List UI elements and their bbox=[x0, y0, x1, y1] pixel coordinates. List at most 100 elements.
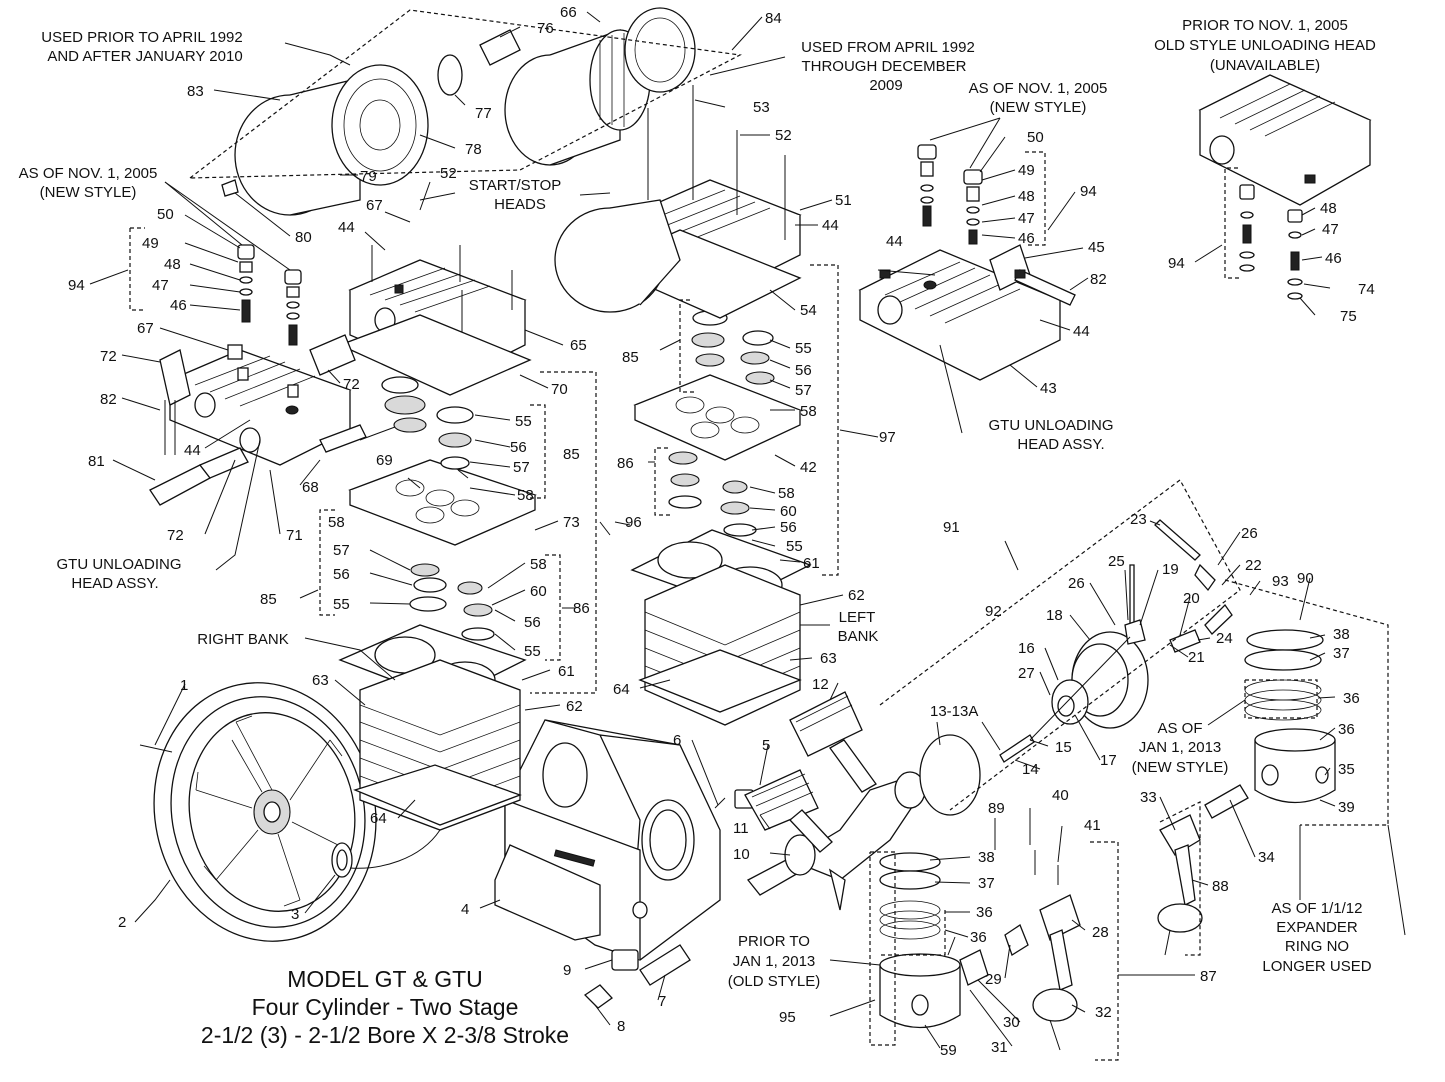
callout-97: 97 bbox=[879, 429, 896, 446]
callout-96: 96 bbox=[625, 514, 642, 531]
callout-72b: 72 bbox=[343, 376, 360, 393]
callout-24: 24 bbox=[1216, 630, 1233, 647]
callout-57b: 57 bbox=[333, 542, 350, 559]
callout-8: 8 bbox=[617, 1018, 625, 1035]
note-right-bank: RIGHT BANK bbox=[197, 631, 288, 648]
callout-36d: 36 bbox=[970, 929, 987, 946]
callout-37a: 37 bbox=[1333, 645, 1350, 662]
head-left-bank bbox=[554, 85, 802, 319]
group-boxes bbox=[129, 9, 1389, 1061]
callout-2: 2 bbox=[118, 914, 126, 931]
note-used-prior-2: AND AFTER JANUARY 2010 bbox=[47, 48, 242, 65]
callout-15: 15 bbox=[1055, 739, 1072, 756]
callout-19: 19 bbox=[1162, 561, 1179, 578]
callout-44e: 44 bbox=[1073, 323, 1090, 340]
callout-64b: 64 bbox=[613, 681, 630, 698]
note-asof-2013-1: AS OF bbox=[1157, 720, 1202, 737]
callout-72a: 72 bbox=[100, 348, 117, 365]
callout-20: 20 bbox=[1183, 590, 1200, 607]
callout-55c: 55 bbox=[524, 643, 541, 660]
callout-56e: 56 bbox=[780, 519, 797, 536]
callout-68: 68 bbox=[302, 479, 319, 496]
callout-numbers: 1 2 3 4 5 6 7 8 9 10 11 12 13-13A 14 15 … bbox=[68, 4, 1375, 1059]
callout-69: 69 bbox=[376, 452, 393, 469]
callout-52b: 52 bbox=[440, 165, 457, 182]
note-asof-mid-1: AS OF NOV. 1, 2005 bbox=[969, 80, 1108, 97]
callout-73: 73 bbox=[563, 514, 580, 531]
callout-62a: 62 bbox=[566, 698, 583, 715]
callout-38b: 38 bbox=[978, 849, 995, 866]
callout-57c: 57 bbox=[795, 382, 812, 399]
callout-48b: 48 bbox=[1018, 188, 1035, 205]
note-expander-4: LONGER USED bbox=[1262, 958, 1371, 975]
oil-seal bbox=[331, 842, 353, 878]
callout-70: 70 bbox=[551, 381, 568, 398]
callout-47a: 47 bbox=[152, 277, 169, 294]
callout-27: 27 bbox=[1018, 665, 1035, 682]
callout-40: 40 bbox=[1052, 787, 1069, 804]
note-gtu-mid-2: HEAD ASSY. bbox=[1017, 436, 1104, 453]
flywheel-key bbox=[139, 744, 173, 753]
drain-fittings bbox=[583, 944, 691, 1009]
note-expander-1: AS OF 1/1/12 bbox=[1272, 900, 1363, 917]
callout-67b: 67 bbox=[137, 320, 154, 337]
callout-26a: 26 bbox=[1068, 575, 1085, 592]
valve-components bbox=[381, 310, 775, 641]
callout-11: 11 bbox=[733, 820, 749, 837]
connecting-rod-lower bbox=[959, 850, 1081, 1051]
callout-35: 35 bbox=[1338, 761, 1355, 778]
piston-lower bbox=[879, 852, 961, 1029]
callout-53: 53 bbox=[753, 99, 770, 116]
head-right-bank bbox=[338, 245, 532, 396]
note-gtu-mid-1: GTU UNLOADING bbox=[988, 417, 1113, 434]
callout-51: 51 bbox=[835, 192, 852, 209]
note-prior-2013-2: JAN 1, 2013 bbox=[733, 953, 816, 970]
note-start-stop-2: HEADS bbox=[494, 196, 546, 213]
note-used-from-1: USED FROM APRIL 1992 bbox=[801, 39, 975, 56]
callout-21: 21 bbox=[1188, 649, 1205, 666]
callout-36c: 36 bbox=[976, 904, 993, 921]
callout-7: 7 bbox=[658, 993, 666, 1010]
model-spec: 2-1/2 (3) - 2-1/2 Bore X 2-3/8 Stroke bbox=[200, 1022, 570, 1048]
callout-52a: 52 bbox=[775, 127, 792, 144]
callout-85b: 85 bbox=[260, 591, 277, 608]
callout-90: 90 bbox=[1297, 570, 1314, 587]
note-expander-3: RING NO bbox=[1285, 938, 1349, 955]
callout-64a: 64 bbox=[370, 810, 387, 827]
callout-25: 25 bbox=[1108, 553, 1125, 570]
unloader-parts-left bbox=[227, 244, 302, 360]
callout-92: 92 bbox=[985, 603, 1002, 620]
callout-63b: 63 bbox=[820, 650, 837, 667]
callout-55d: 55 bbox=[795, 340, 812, 357]
callout-56c: 56 bbox=[524, 614, 541, 631]
callout-44b: 44 bbox=[822, 217, 839, 234]
callout-37b: 37 bbox=[978, 875, 995, 892]
callout-89: 89 bbox=[988, 800, 1005, 817]
callout-81: 81 bbox=[88, 453, 105, 470]
callout-5: 5 bbox=[762, 737, 770, 754]
connecting-rod-right bbox=[1157, 784, 1249, 956]
callout-55e: 55 bbox=[786, 538, 803, 555]
callout-44c: 44 bbox=[184, 442, 201, 459]
callout-57a: 57 bbox=[513, 459, 530, 476]
callout-14: 14 bbox=[1022, 761, 1039, 778]
callout-36b: 36 bbox=[1338, 721, 1355, 738]
callout-61b: 61 bbox=[803, 555, 820, 572]
piston-right bbox=[1244, 629, 1336, 804]
callout-55b: 55 bbox=[333, 596, 350, 613]
callout-87: 87 bbox=[1200, 968, 1217, 985]
callout-56b: 56 bbox=[333, 566, 350, 583]
callout-58c: 58 bbox=[530, 556, 547, 573]
callout-3: 3 bbox=[291, 906, 299, 923]
gtu-unloading-head-left bbox=[149, 334, 367, 506]
callout-16: 16 bbox=[1018, 640, 1035, 657]
callout-50a: 50 bbox=[157, 206, 174, 223]
callout-36a: 36 bbox=[1343, 690, 1360, 707]
callout-56d: 56 bbox=[795, 362, 812, 379]
cylinder-left-bank bbox=[630, 529, 812, 726]
callout-58b: 58 bbox=[328, 514, 345, 531]
callout-86a: 86 bbox=[573, 600, 590, 617]
bearing-carrier bbox=[919, 519, 1233, 816]
note-asof-left-2: (NEW STYLE) bbox=[40, 184, 137, 201]
callout-54: 54 bbox=[800, 302, 817, 319]
